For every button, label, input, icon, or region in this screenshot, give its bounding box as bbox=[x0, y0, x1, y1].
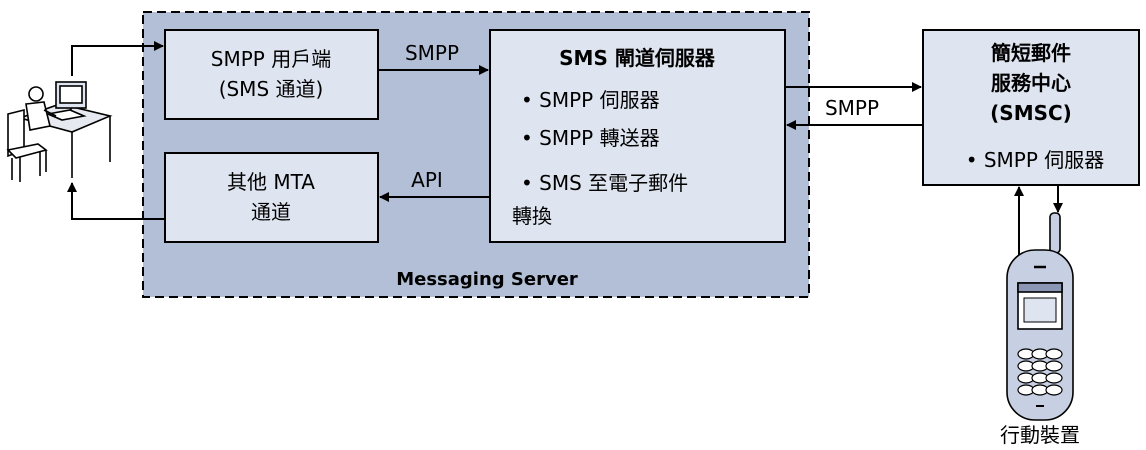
sms-gateway-title: SMS 閘道伺服器 bbox=[559, 46, 716, 70]
sms-gateway-item-smpp-relay: • SMPP 轉送器 bbox=[521, 126, 660, 150]
mobile-device-label: 行動裝置 bbox=[1000, 423, 1080, 447]
sms-gateway-item-smpp-server: • SMPP 伺服器 bbox=[521, 88, 660, 112]
user-at-computer-icon bbox=[6, 81, 113, 182]
mobile-phone-icon bbox=[1006, 212, 1074, 421]
smpp-client-line1: SMPP 用戶端 bbox=[211, 47, 331, 71]
messaging-server-label: Messaging Server bbox=[396, 269, 578, 290]
arrow-user-to-smpp-client bbox=[71, 41, 164, 76]
smpp-client-line2: (SMS 通道) bbox=[219, 77, 324, 101]
other-mta-box: 其他 MTA 通道 bbox=[164, 152, 379, 243]
edge-label-smpp-gateway-smsc: SMPP bbox=[825, 96, 879, 120]
smsc-line1: 簡短郵件 bbox=[991, 41, 1071, 65]
sms-gateway-box: SMS 閘道伺服器 • SMPP 伺服器 • SMPP 轉送器 • SMS 至電… bbox=[489, 29, 786, 243]
smsc-box: 簡短郵件 服務中心 (SMSC) • SMPP 伺服器 bbox=[922, 29, 1140, 186]
edge-label-api: API bbox=[411, 168, 443, 192]
smpp-client-box: SMPP 用戶端 (SMS 通道) bbox=[164, 29, 379, 120]
smsc-line3: (SMSC) bbox=[990, 101, 1072, 125]
other-mta-line1: 其他 MTA bbox=[227, 170, 315, 194]
smsc-line2: 服務中心 bbox=[991, 71, 1071, 95]
other-mta-line2: 通道 bbox=[251, 200, 291, 224]
arrow-mta-to-user bbox=[67, 182, 165, 220]
smsc-item-smpp-server: • SMPP 伺服器 bbox=[966, 148, 1105, 172]
sms-gateway-item-conversion: 轉換 bbox=[512, 204, 552, 228]
edge-label-smpp-client-gateway: SMPP bbox=[405, 41, 459, 65]
sms-gateway-item-sms-to-email: • SMS 至電子郵件 bbox=[521, 171, 688, 195]
